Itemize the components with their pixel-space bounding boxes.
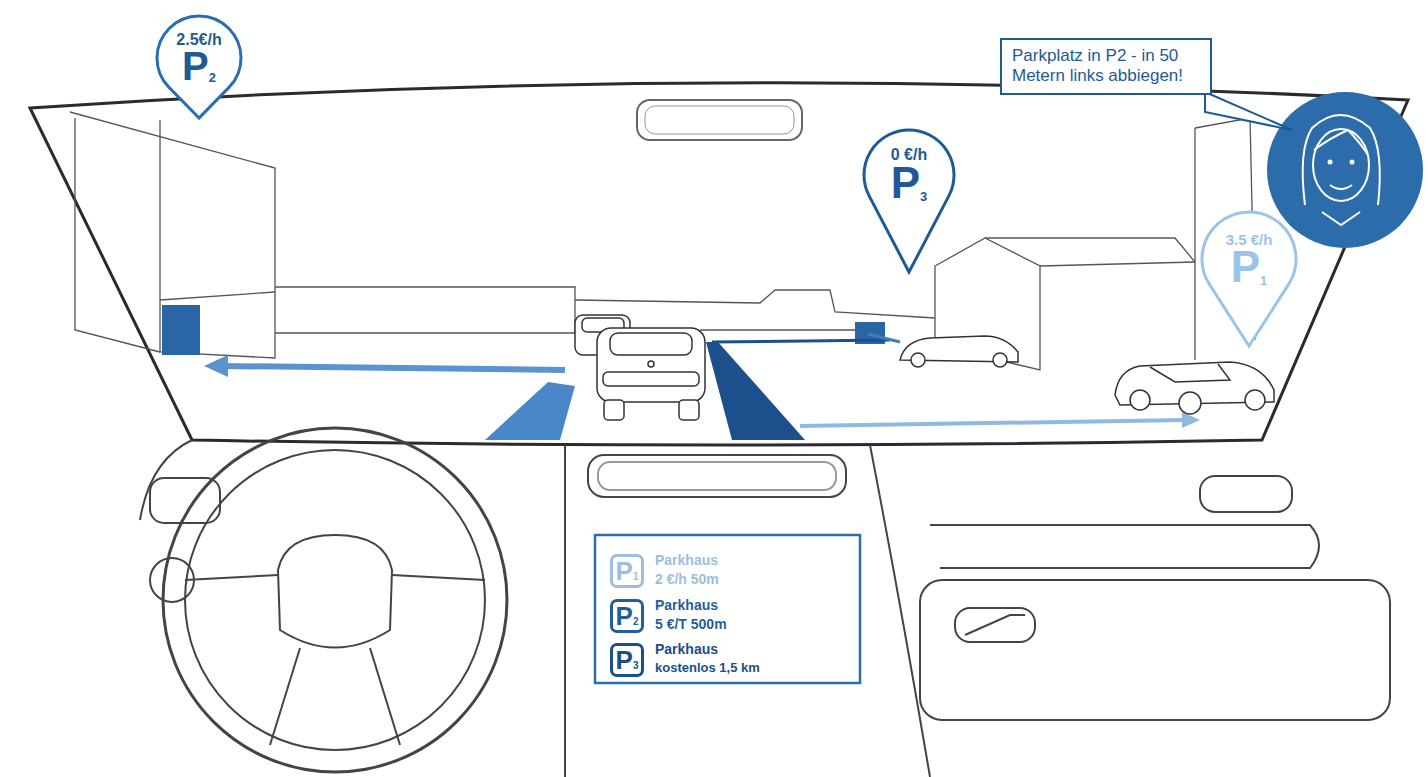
highlight-patch <box>162 305 200 355</box>
parking-letter: P <box>182 48 209 84</box>
bubble-tail <box>1205 92 1292 130</box>
windshield <box>30 83 1408 445</box>
parking-icon: P2 <box>610 599 644 633</box>
route-arrow <box>222 366 565 370</box>
parking-number: 3 <box>920 191 927 203</box>
parking-info: Parkhaus <box>655 642 718 657</box>
speech-bubble: Parkplatz in P2 - in 50 Metern links abb… <box>1000 38 1212 95</box>
parking-letter: P <box>1231 247 1260 287</box>
pin-content: 3.5 €/hP1 <box>1200 212 1298 306</box>
assistant-avatar <box>1267 92 1423 248</box>
parking-icon: P1 <box>610 554 644 588</box>
parking-info: 5 €/T 500m <box>655 617 727 632</box>
route-wedge <box>706 342 805 440</box>
rear-mirror-inner <box>645 106 794 134</box>
parking-icon: P3 <box>610 643 644 677</box>
rear-mirror <box>637 100 802 140</box>
pin-symbol: P3 <box>891 163 928 203</box>
pin-content: 0 €/hP3 <box>862 130 956 220</box>
parking-letter: P <box>616 558 633 584</box>
parking-pin: 2.5€/hP2 <box>155 14 243 120</box>
route-arrow <box>800 420 1185 426</box>
parking-number: 3 <box>633 661 639 671</box>
parking-letter: P <box>616 647 633 673</box>
pin-symbol: P2 <box>182 48 216 84</box>
parking-pin: 3.5 €/hP1 <box>1200 210 1298 348</box>
route-line <box>868 334 900 342</box>
route-wedge <box>485 382 575 440</box>
pin-content: 2.5€/hP2 <box>155 16 243 100</box>
parking-info: Parkhaus <box>655 553 718 568</box>
parking-pin: 0 €/hP3 <box>862 128 956 274</box>
parking-number: 2 <box>633 617 639 627</box>
route-line <box>712 340 890 342</box>
price-label: 3.5 €/h <box>1226 232 1273 247</box>
nav-screen <box>595 535 860 683</box>
pin-symbol: P1 <box>1231 247 1268 287</box>
instruction-text: Parkplatz in P2 - in 50 Metern links abb… <box>1012 46 1200 87</box>
pin-shape <box>864 130 954 272</box>
parking-letter: P <box>891 163 920 203</box>
price-label: 2.5€/h <box>176 32 221 48</box>
parking-info: kostenlos 1,5 km <box>655 661 760 675</box>
dashboard <box>140 428 1390 777</box>
parking-number: 1 <box>633 572 639 582</box>
parking-info: 2 €/h 50m <box>655 572 719 587</box>
parking-number: 1 <box>1260 275 1267 287</box>
cars <box>575 315 1274 420</box>
parking-info: Parkhaus <box>655 598 718 613</box>
parking-letter: P <box>616 603 633 629</box>
arrow-head <box>204 355 228 377</box>
pin-shape <box>1202 212 1296 346</box>
parking-number: 2 <box>209 72 216 84</box>
price-label: 0 €/h <box>891 147 927 163</box>
pin-shape <box>157 16 241 118</box>
